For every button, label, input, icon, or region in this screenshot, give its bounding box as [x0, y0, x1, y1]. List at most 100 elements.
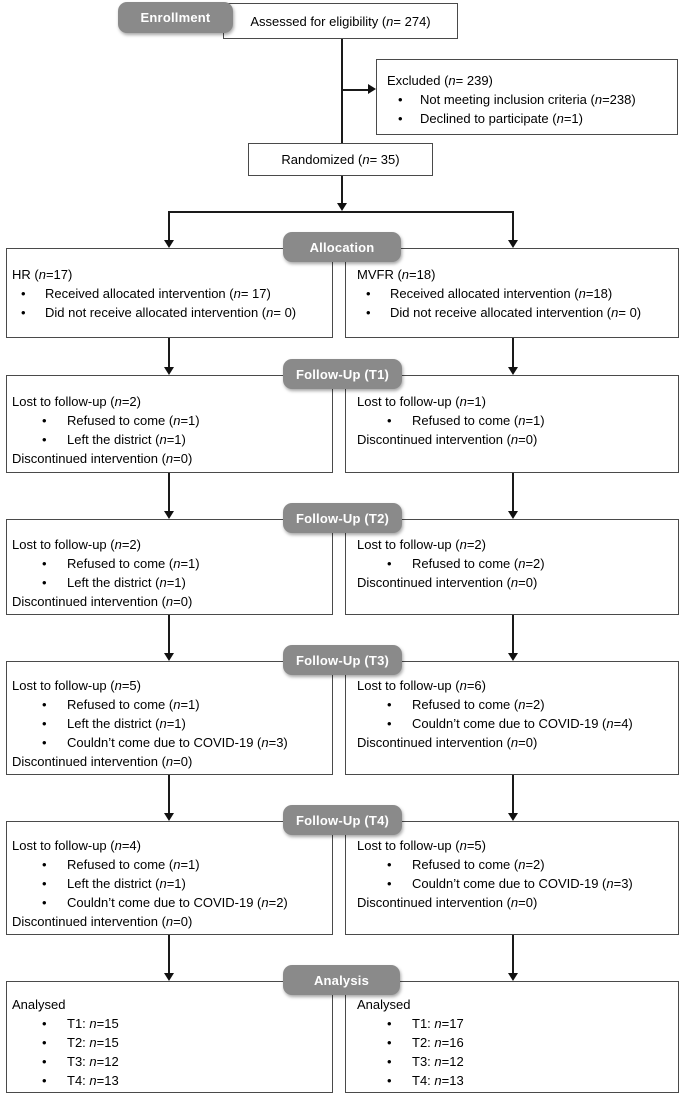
box-title: HR (n=17) [12, 267, 73, 282]
bullet-item: Refused to come (n=1) [357, 411, 674, 430]
bullet-item: Refused to come (n=1) [12, 855, 328, 874]
t4-mvfr-box: Lost to follow-up (n=5) Refused to come … [345, 821, 679, 935]
flow-line [512, 211, 514, 240]
box-footer: Discontinued intervention (n=0) [357, 575, 538, 590]
bullet-item: Left the district (n=1) [12, 714, 328, 733]
bullet-item: T4: n=13 [12, 1071, 328, 1090]
bullet-item: T4: n=13 [357, 1071, 674, 1090]
bullet-item: Refused to come (n=1) [12, 554, 328, 573]
t1-mvfr-box: Lost to follow-up (n=1) Refused to come … [345, 375, 679, 473]
followup-t4-badge: Follow-Up (T4) [283, 805, 402, 835]
bullet-item: Couldn’t come due to COVID-19 (n=3) [357, 874, 674, 893]
box-title: Excluded (n= 239) [387, 73, 493, 88]
enrollment-badge: Enrollment [118, 2, 233, 33]
flow-line [512, 935, 514, 974]
bullet-icon [42, 1033, 67, 1052]
bullet-item: Refused to come (n=1) [12, 695, 328, 714]
t3-hr-box: Lost to follow-up (n=5) Refused to come … [6, 661, 333, 775]
t2-mvfr-box: Lost to follow-up (n=2) Refused to come … [345, 519, 679, 615]
box-title: Lost to follow-up (n=2) [12, 537, 141, 552]
bullet-icon [398, 109, 420, 128]
box-title: Lost to follow-up (n=5) [12, 678, 141, 693]
box-title: Analysed [357, 997, 411, 1012]
allocation-hr-box: HR (n=17) Received allocated interventio… [6, 248, 333, 338]
box-title: MVFR (n=18) [357, 267, 436, 282]
allocation-mvfr-box: MVFR (n=18) Received allocated intervent… [345, 248, 679, 338]
flow-line [512, 338, 514, 368]
bullet-icon [387, 874, 412, 893]
flow-line [168, 935, 170, 974]
arrow-down-icon [164, 813, 174, 821]
bullet-icon [42, 1071, 67, 1090]
arrow-down-icon [508, 653, 518, 661]
box-title: Lost to follow-up (n=2) [12, 394, 141, 409]
excluded-box: Excluded (n= 239) Not meeting inclusion … [376, 59, 678, 135]
bullet-item: T3: n=12 [12, 1052, 328, 1071]
box-footer: Discontinued intervention (n=0) [357, 895, 538, 910]
bullet-item: Not meeting inclusion criteria (n=238) [387, 90, 673, 109]
bullet-icon [387, 411, 412, 430]
followup-t2-badge: Follow-Up (T2) [283, 503, 402, 533]
box-title: Lost to follow-up (n=2) [357, 537, 486, 552]
bullet-item: Couldn’t come due to COVID-19 (n=2) [12, 893, 328, 912]
analysis-mvfr-box: Analysed T1: n=17 T2: n=16 T3: n=12 T4: … [345, 981, 679, 1093]
arrow-down-icon [164, 367, 174, 375]
bullet-icon [42, 430, 67, 449]
box-footer: Discontinued intervention (n=0) [12, 754, 193, 769]
bullet-item: Declined to participate (n=1) [387, 109, 673, 128]
flow-line [168, 211, 170, 240]
bullet-icon [42, 411, 67, 430]
bullet-item: Did not receive allocated intervention (… [12, 303, 328, 322]
bullet-item: Refused to come (n=1) [12, 411, 328, 430]
arrow-down-icon [337, 203, 347, 211]
bullet-item: Refused to come (n=2) [357, 695, 674, 714]
bullet-icon [387, 1014, 412, 1033]
flow-line [512, 615, 514, 654]
bullet-icon [42, 714, 67, 733]
bullet-icon [398, 90, 420, 109]
bullet-icon [387, 554, 412, 573]
arrow-down-icon [508, 813, 518, 821]
t2-hr-box: Lost to follow-up (n=2) Refused to come … [6, 519, 333, 615]
analysis-badge: Analysis [283, 965, 400, 995]
bullet-icon [21, 284, 45, 303]
bullet-item: Left the district (n=1) [12, 874, 328, 893]
bullet-item: T3: n=12 [357, 1052, 674, 1071]
bullet-item: T1: n=17 [357, 1014, 674, 1033]
bullet-icon [42, 554, 67, 573]
t4-hr-box: Lost to follow-up (n=4) Refused to come … [6, 821, 333, 935]
bullet-item: Left the district (n=1) [12, 573, 328, 592]
arrow-down-icon [164, 653, 174, 661]
arrow-down-icon [164, 511, 174, 519]
bullet-icon [366, 284, 390, 303]
bullet-icon [387, 1033, 412, 1052]
bullet-item: Refused to come (n=2) [357, 554, 674, 573]
flow-line [168, 775, 170, 814]
bullet-icon [42, 573, 67, 592]
flow-line [168, 473, 170, 512]
bullet-icon [387, 1071, 412, 1090]
box-footer: Discontinued intervention (n=0) [12, 914, 193, 929]
followup-t1-badge: Follow-Up (T1) [283, 359, 402, 389]
box-title: Lost to follow-up (n=4) [12, 838, 141, 853]
flow-line [341, 39, 343, 143]
box-footer: Discontinued intervention (n=0) [357, 735, 538, 750]
bullet-icon [42, 733, 67, 752]
bullet-icon [42, 1052, 67, 1071]
analysis-hr-box: Analysed T1: n=15 T2: n=15 T3: n=12 T4: … [6, 981, 333, 1093]
followup-t3-badge: Follow-Up (T3) [283, 645, 402, 675]
bullet-icon [42, 874, 67, 893]
bullet-icon [366, 303, 390, 322]
randomized-box: Randomized (n= 35) [248, 143, 433, 176]
bullet-icon [42, 695, 67, 714]
arrow-down-icon [508, 367, 518, 375]
bullet-icon [21, 303, 45, 322]
bullet-icon [387, 1052, 412, 1071]
bullet-item: Couldn’t come due to COVID-19 (n=4) [357, 714, 674, 733]
bullet-item: T1: n=15 [12, 1014, 328, 1033]
arrow-down-icon [508, 240, 518, 248]
box-title: Lost to follow-up (n=6) [357, 678, 486, 693]
bullet-item: Refused to come (n=2) [357, 855, 674, 874]
bullet-item: Left the district (n=1) [12, 430, 328, 449]
